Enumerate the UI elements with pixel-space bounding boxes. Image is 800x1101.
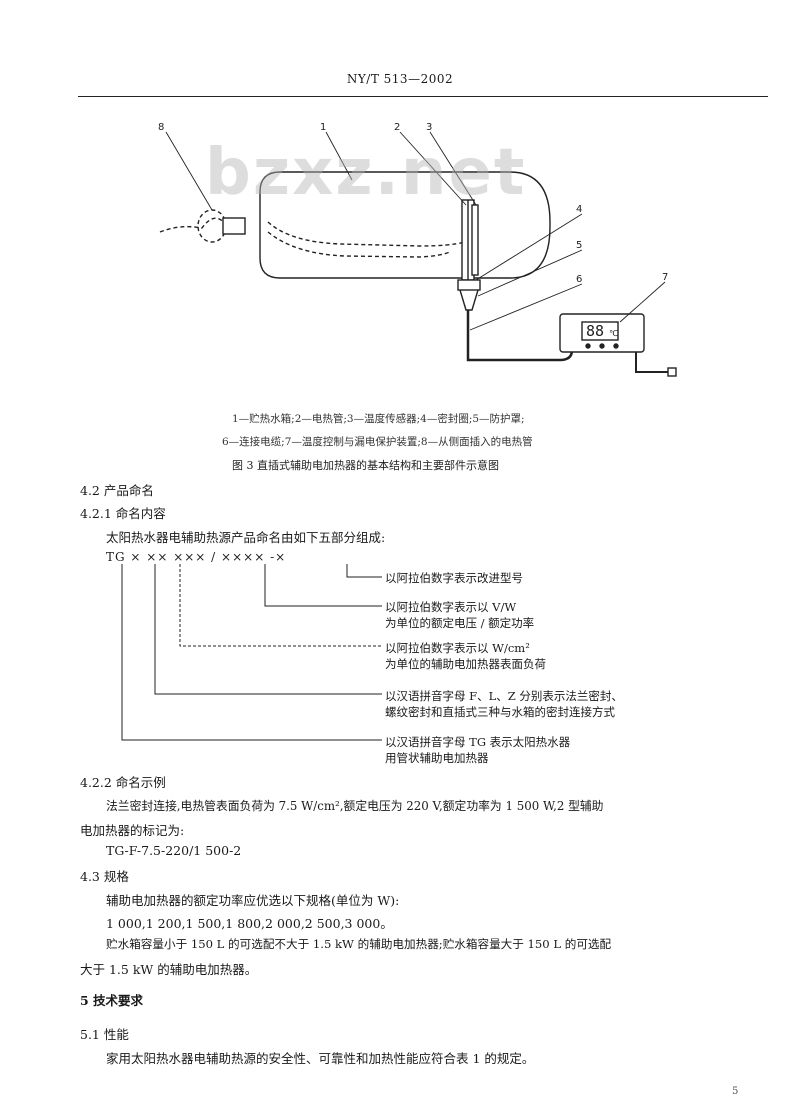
example-code: TG-F-7.5-220/1 500-2 bbox=[106, 843, 242, 858]
example-line2: 电加热器的标记为: bbox=[80, 823, 185, 838]
naming-item-1: 以阿拉伯数字表示改进型号 bbox=[385, 571, 523, 585]
subsection-heading-4-3: 4.3 规格 bbox=[80, 869, 129, 884]
performance-paragraph: 家用太阳热水器电辅助热源的安全性、可靠性和加热性能应符合表 1 的规定。 bbox=[106, 1051, 535, 1066]
naming-item-3-line2: 为单位的辅助电加热器表面负荷 bbox=[385, 657, 546, 671]
naming-item-5-line2: 用管状辅助电加热器 bbox=[385, 751, 489, 765]
protective-cover bbox=[457, 279, 481, 291]
subsection-heading-4-2-1: 4.2.1 命名内容 bbox=[80, 506, 166, 521]
naming-item-4-line2: 螺纹密封和直插式三种与水箱的密封连接方式 bbox=[385, 705, 615, 719]
label-3: 3 bbox=[426, 122, 432, 133]
subsection-heading-4-2-2: 4.2.2 命名示例 bbox=[80, 775, 166, 790]
subsection-heading-5-1: 5.1 性能 bbox=[80, 1027, 129, 1042]
storage-tank bbox=[259, 171, 551, 279]
page-number: 5 bbox=[732, 1086, 739, 1097]
naming-intro: 太阳热水器电辅助热源产品命名由如下五部分组成: bbox=[106, 530, 386, 545]
spec-paragraph-2: 1 000,1 200,1 500,1 800,2 000,2 500,3 00… bbox=[106, 916, 393, 931]
label-8: 8 bbox=[158, 122, 164, 133]
naming-bracket-lines bbox=[121, 564, 382, 741]
naming-item-5-line1: 以汉语拼音字母 TG 表示太阳热水器 bbox=[385, 735, 571, 749]
naming-item-3-line1: 以阿拉伯数字表示以 W/cm² bbox=[385, 641, 530, 655]
controller-display: 88 bbox=[586, 322, 604, 340]
figure-legend-line2: 6—连接电缆;7—温度控制与漏电保护装置;8—从侧面插入的电热管 bbox=[222, 436, 533, 448]
label-7: 7 bbox=[662, 272, 668, 283]
naming-item-2-line2: 为单位的额定电压 / 额定功率 bbox=[385, 616, 535, 630]
figure-caption: 图 3 直插式辅助电加热器的基本结构和主要部件示意图 bbox=[232, 459, 499, 472]
spec-paragraph-1: 辅助电加热器的额定功率应优选以下规格(单位为 W): bbox=[106, 893, 400, 908]
connecting-cable bbox=[466, 310, 574, 362]
header-rule bbox=[78, 96, 768, 97]
section-heading-5: 5 技术要求 bbox=[80, 993, 144, 1008]
controller-display-unit: ℃ bbox=[609, 329, 618, 338]
spec-paragraph-3-line2: 大于 1.5 kW 的辅助电加热器。 bbox=[80, 962, 258, 977]
naming-code: TG × ×× ××× / ×××× -× bbox=[106, 550, 287, 564]
label-5: 5 bbox=[576, 240, 582, 251]
heater-diagram: 8 1 2 3 4 5 6 7 88 ℃ bbox=[158, 122, 677, 377]
label-4: 4 bbox=[576, 204, 582, 215]
figure-legend-line1: 1—贮热水箱;2—电热管;3—温度传感器;4—密封圈;5—防护罩; bbox=[232, 413, 525, 425]
example-line1: 法兰密封连接,电热管表面负荷为 7.5 W/cm²,额定电压为 220 V,额定… bbox=[106, 799, 604, 813]
spec-paragraph-3-line1: 贮水箱容量小于 150 L 的可选配不大于 1.5 kW 的辅助电加热器;贮水箱… bbox=[106, 937, 612, 951]
label-2: 2 bbox=[394, 122, 400, 133]
naming-item-2-line1: 以阿拉伯数字表示以 V/W bbox=[385, 600, 517, 614]
label-1: 1 bbox=[320, 122, 326, 133]
side-heater bbox=[267, 221, 466, 247]
document-header: NY/T 513—2002 bbox=[346, 72, 454, 86]
label-6: 6 bbox=[576, 274, 582, 285]
naming-item-4-line1: 以汉语拼音字母 F、L、Z 分别表示法兰密封、 bbox=[385, 689, 623, 703]
watermark: bzxz.net bbox=[205, 136, 527, 210]
section-heading-4-2: 4.2 产品命名 bbox=[80, 483, 154, 498]
